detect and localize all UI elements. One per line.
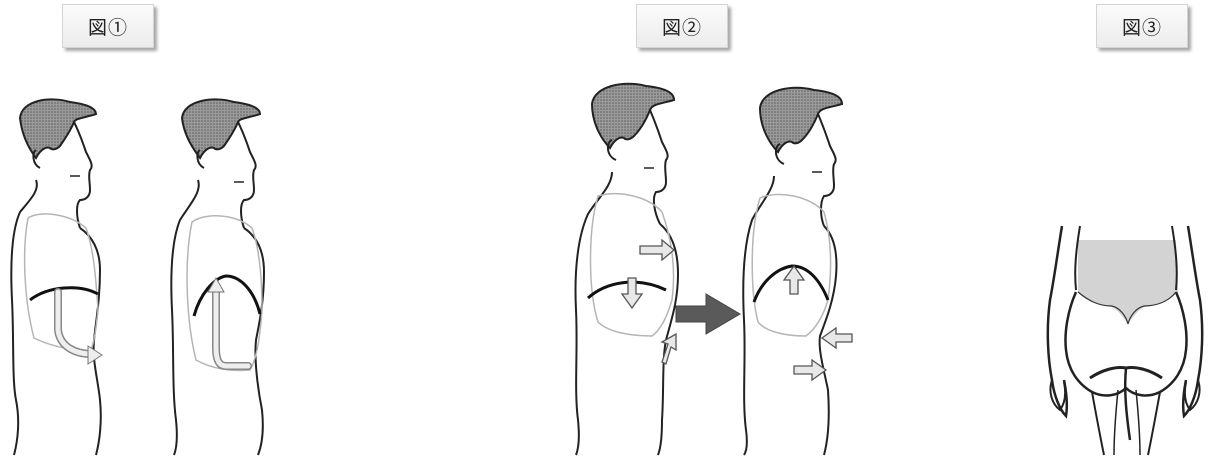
face-outline [650,110,668,224]
figure-2-person-inhale [576,84,679,455]
diaphragm-line [30,288,98,300]
diaphragm-line [194,276,260,316]
lung-outline [591,194,674,336]
figure-3-illustration [1048,226,1202,455]
face-outline [74,122,92,228]
figure-2-person-exhale [743,88,852,455]
body-front-outline [80,228,101,455]
inner-leg-left [1114,390,1118,455]
left-leg-outline [1092,392,1104,455]
body-back-outline [743,176,774,455]
abdomen-in-arrow [822,328,852,348]
chest-arrow [640,240,674,260]
center-cleft [1125,368,1130,440]
body-back-outline [171,180,199,455]
diaphragm-arrow [216,290,248,366]
right-leg-outline [1148,392,1160,455]
diaphragm-up-arrow [784,266,804,294]
body-back-outline [11,180,37,455]
body-front-outline [244,228,264,455]
figure-1-person-exhale [11,99,102,455]
transition-arrow [676,294,740,334]
figure-1-person-inhale [171,99,264,455]
inner-leg-right [1136,390,1140,455]
lower-back-shaded-area [1078,240,1178,324]
figure-2-illustration [576,84,853,455]
face-outline [238,122,256,228]
figure-1-illustration [11,99,264,455]
